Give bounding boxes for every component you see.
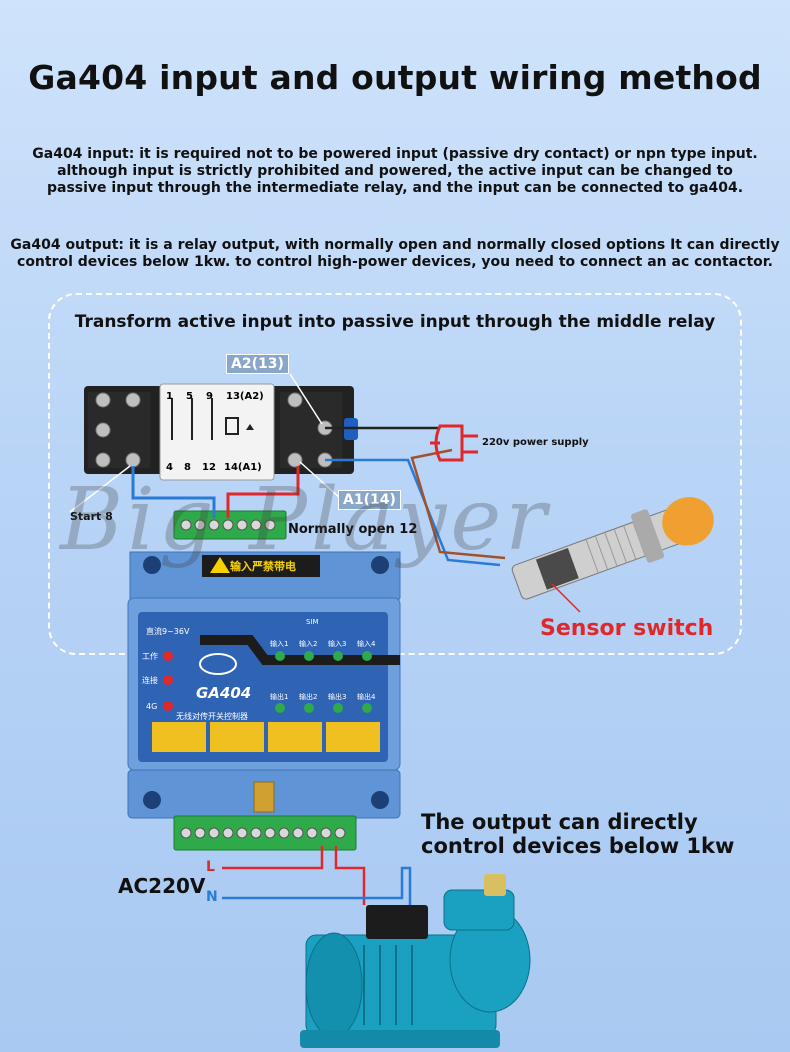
label-sensor-switch: Sensor switch xyxy=(540,616,714,641)
output-label-2: 输出2 xyxy=(299,692,317,701)
callout-start xyxy=(69,465,131,513)
n-wire xyxy=(222,866,412,905)
device-model: GA404 xyxy=(196,684,251,702)
label-a2: A2(13) xyxy=(226,354,289,374)
callout-a1 xyxy=(299,461,341,499)
input-label-1: 输入1 xyxy=(270,639,288,648)
output-label-4: 输出4 xyxy=(357,692,376,701)
output-line-1: Ga404 output: it is a relay output, with… xyxy=(10,237,780,253)
device-warning: 输入严禁带电 xyxy=(230,559,296,573)
device-subtitle: 无线对传开关控制器 xyxy=(176,711,248,721)
ga404-device xyxy=(127,551,401,819)
status-work: 工作 xyxy=(142,651,158,661)
output-terminal-block xyxy=(173,815,357,851)
label-ac220v: AC220V xyxy=(118,874,206,898)
relay-terminal-top-9: 9 xyxy=(206,391,213,402)
brown-wire-sensor xyxy=(410,448,506,560)
output-caption: The output can directly control devices … xyxy=(421,810,735,858)
device-sim: SIM xyxy=(306,618,319,626)
l-wire-to-pump xyxy=(334,846,366,905)
label-normally-open: Normally open 12 xyxy=(288,522,418,537)
input-line-3: passive input through the intermediate r… xyxy=(46,180,744,196)
input-description: Ga404 input: it is required not to be po… xyxy=(8,146,782,197)
label-start: Start 8 xyxy=(70,510,113,523)
output-label-1: 输出1 xyxy=(270,692,288,701)
output-label-3: 输出3 xyxy=(328,692,346,701)
page-title: Ga404 input and output wiring method xyxy=(28,58,762,97)
relay-terminal-bottom-12: 12 xyxy=(202,462,216,473)
water-pump-icon xyxy=(300,874,531,1048)
relay-terminal-bottom-4: 4 xyxy=(166,462,173,473)
status-connect: 连接 xyxy=(142,675,158,685)
watermark: Big Player xyxy=(60,470,551,570)
relay-terminal-bottom-14: 14(A1) xyxy=(224,462,262,473)
label-power-supply: 220v power supply xyxy=(482,437,589,448)
input-label-2: 输入2 xyxy=(299,639,317,648)
input-line-2: although input is strictly prohibited an… xyxy=(57,163,733,179)
callout-a2 xyxy=(289,373,323,425)
output-line-2: control devices below 1kw. to control hi… xyxy=(17,254,773,270)
relay-section-title: Transform active input into passive inpu… xyxy=(74,312,716,332)
device-voltage: 直流9~36V xyxy=(146,626,190,636)
input-terminal-block xyxy=(173,510,287,540)
relay-terminal-bottom-8: 8 xyxy=(184,462,191,473)
relay-module xyxy=(159,383,275,481)
callout-sensor xyxy=(551,583,581,613)
red-wire-no12 xyxy=(226,466,300,518)
label-a1: A1(14) xyxy=(338,490,401,510)
relay-terminal-top-5: 5 xyxy=(186,391,193,402)
blue-wire-start8 xyxy=(131,466,216,518)
input-label-3: 输入3 xyxy=(328,639,346,648)
output-description: Ga404 output: it is a relay output, with… xyxy=(8,237,782,271)
sensor-switch-icon xyxy=(511,497,714,600)
status-4g: 4G xyxy=(146,702,157,711)
label-line-n: N xyxy=(206,889,218,905)
input-label-4: 输入4 xyxy=(357,639,376,648)
relay-terminal-top-13: 13(A2) xyxy=(226,391,264,402)
input-line-1: Ga404 input: it is required not to be po… xyxy=(32,146,758,162)
label-line-l: L xyxy=(206,859,215,875)
l-wire xyxy=(222,846,324,870)
power-plug-icon xyxy=(430,424,478,462)
relay-terminal-top-1: 1 xyxy=(166,391,173,402)
